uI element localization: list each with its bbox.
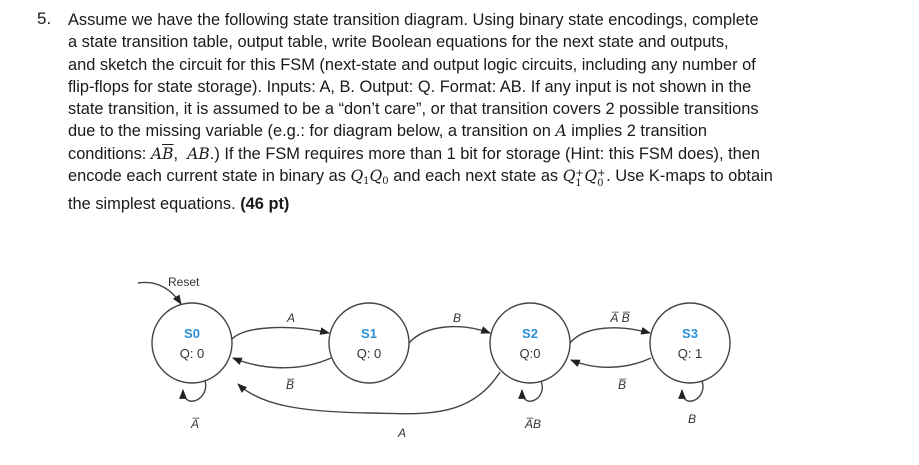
text-line-8: encode each current state in binary as Q… — [68, 165, 908, 193]
reset-label: Reset — [168, 275, 200, 289]
state-s0-circle — [151, 302, 233, 384]
math-sub: 0 — [597, 178, 604, 190]
math-A: A — [555, 122, 567, 141]
edge-label-s2-self: A̅B — [524, 417, 541, 431]
math-var: Q — [562, 167, 576, 186]
edge-label-s0-s1: A — [286, 311, 295, 325]
math-A-Bbar: AB — [151, 145, 174, 163]
text-line-7: conditions: AB, AB.) If the FSM requires… — [68, 144, 760, 163]
edge-label-s0-self: A̅ — [190, 417, 200, 431]
state-s1-circle — [328, 302, 410, 384]
text-line-3: and sketch the circuit for this FSM (nex… — [68, 55, 756, 74]
state-s2-output: Q:0 — [520, 346, 541, 361]
edge-label-s1-s2: B — [453, 311, 461, 325]
math-Q1Q0: Q1Q0 — [350, 167, 389, 188]
math-var: Q — [584, 167, 598, 186]
problem-number: 5. — [37, 9, 52, 28]
points-label: (46 pt) — [240, 195, 290, 214]
text-line-1: Assume we have the following state trans… — [68, 11, 759, 29]
math-var: Q — [350, 167, 364, 186]
math-var: Q — [369, 167, 383, 186]
edge-label-s3-s2: B̅ — [618, 378, 627, 392]
state-s2-circle — [489, 302, 571, 384]
text-fragment: conditions: — [68, 144, 151, 163]
text-line-5: state transition, it is assumed to be a … — [68, 100, 759, 119]
math-AB: AB — [187, 144, 210, 163]
math-var-overbar: B — [162, 144, 174, 163]
text-fragment: . Use K-maps to obtain — [606, 167, 773, 186]
edge-s0-self — [179, 380, 207, 402]
text-fragment: .) If the FSM requires more than 1 bit f… — [209, 144, 760, 163]
state-s1-output: Q: 0 — [357, 346, 382, 361]
edge-s2-s3 — [569, 326, 651, 344]
math-supsub: +0 — [597, 168, 606, 189]
math-sub: 1 — [575, 178, 582, 190]
text-fragment: encode each current state in binary as — [68, 167, 351, 186]
math-sup: + — [575, 168, 584, 180]
edge-s3-s2 — [570, 357, 652, 368]
math-supsub: +1 — [575, 168, 584, 189]
edge-s1-s2 — [408, 325, 491, 344]
math-sup: + — [597, 168, 606, 180]
edge-label-s1-s0: B̅ — [286, 378, 295, 392]
text-fragment: implies 2 transition — [571, 122, 707, 141]
text-line-6: due to the missing variable (e.g.: for d… — [68, 120, 908, 142]
state-s0-output: Q: 0 — [180, 346, 205, 361]
state-s0-name: S0 — [184, 326, 200, 341]
edge-label-s2-s0: A — [397, 426, 406, 440]
text-fragment: due to the missing variable (e.g.: for d… — [68, 122, 556, 141]
edge-s2-self — [518, 380, 544, 402]
state-s3-output: Q: 1 — [678, 346, 703, 361]
math-sub: 1 — [363, 176, 370, 188]
problem-text: Assume we have the following state trans… — [68, 9, 908, 216]
text-fragment: the simplest equations. — [68, 195, 241, 214]
edge-s2-s0 — [237, 371, 501, 415]
edge-s0-s1 — [231, 326, 330, 340]
edge-label-s2-s3: A̅ B̅ — [609, 311, 630, 325]
text-line-2: a state transition table, output table, … — [68, 33, 729, 52]
edge-label-s3-self: B — [688, 412, 696, 426]
reset-arrow — [137, 281, 182, 305]
text-line-9: the simplest equations. (46 pt) — [68, 193, 908, 215]
math-sub: 0 — [382, 176, 389, 188]
text-fragment: and each next state as — [388, 167, 563, 186]
edge-s3-self — [678, 380, 704, 402]
state-s2-name: S2 — [522, 326, 538, 341]
state-s1-name: S1 — [361, 326, 377, 341]
text-line-4: flip-flops for state storage). Inputs: A… — [68, 77, 752, 96]
state-s3-name: S3 — [682, 326, 698, 341]
edge-s1-s0 — [232, 357, 332, 369]
math-var: A — [150, 144, 163, 163]
state-s3-circle — [649, 302, 731, 384]
